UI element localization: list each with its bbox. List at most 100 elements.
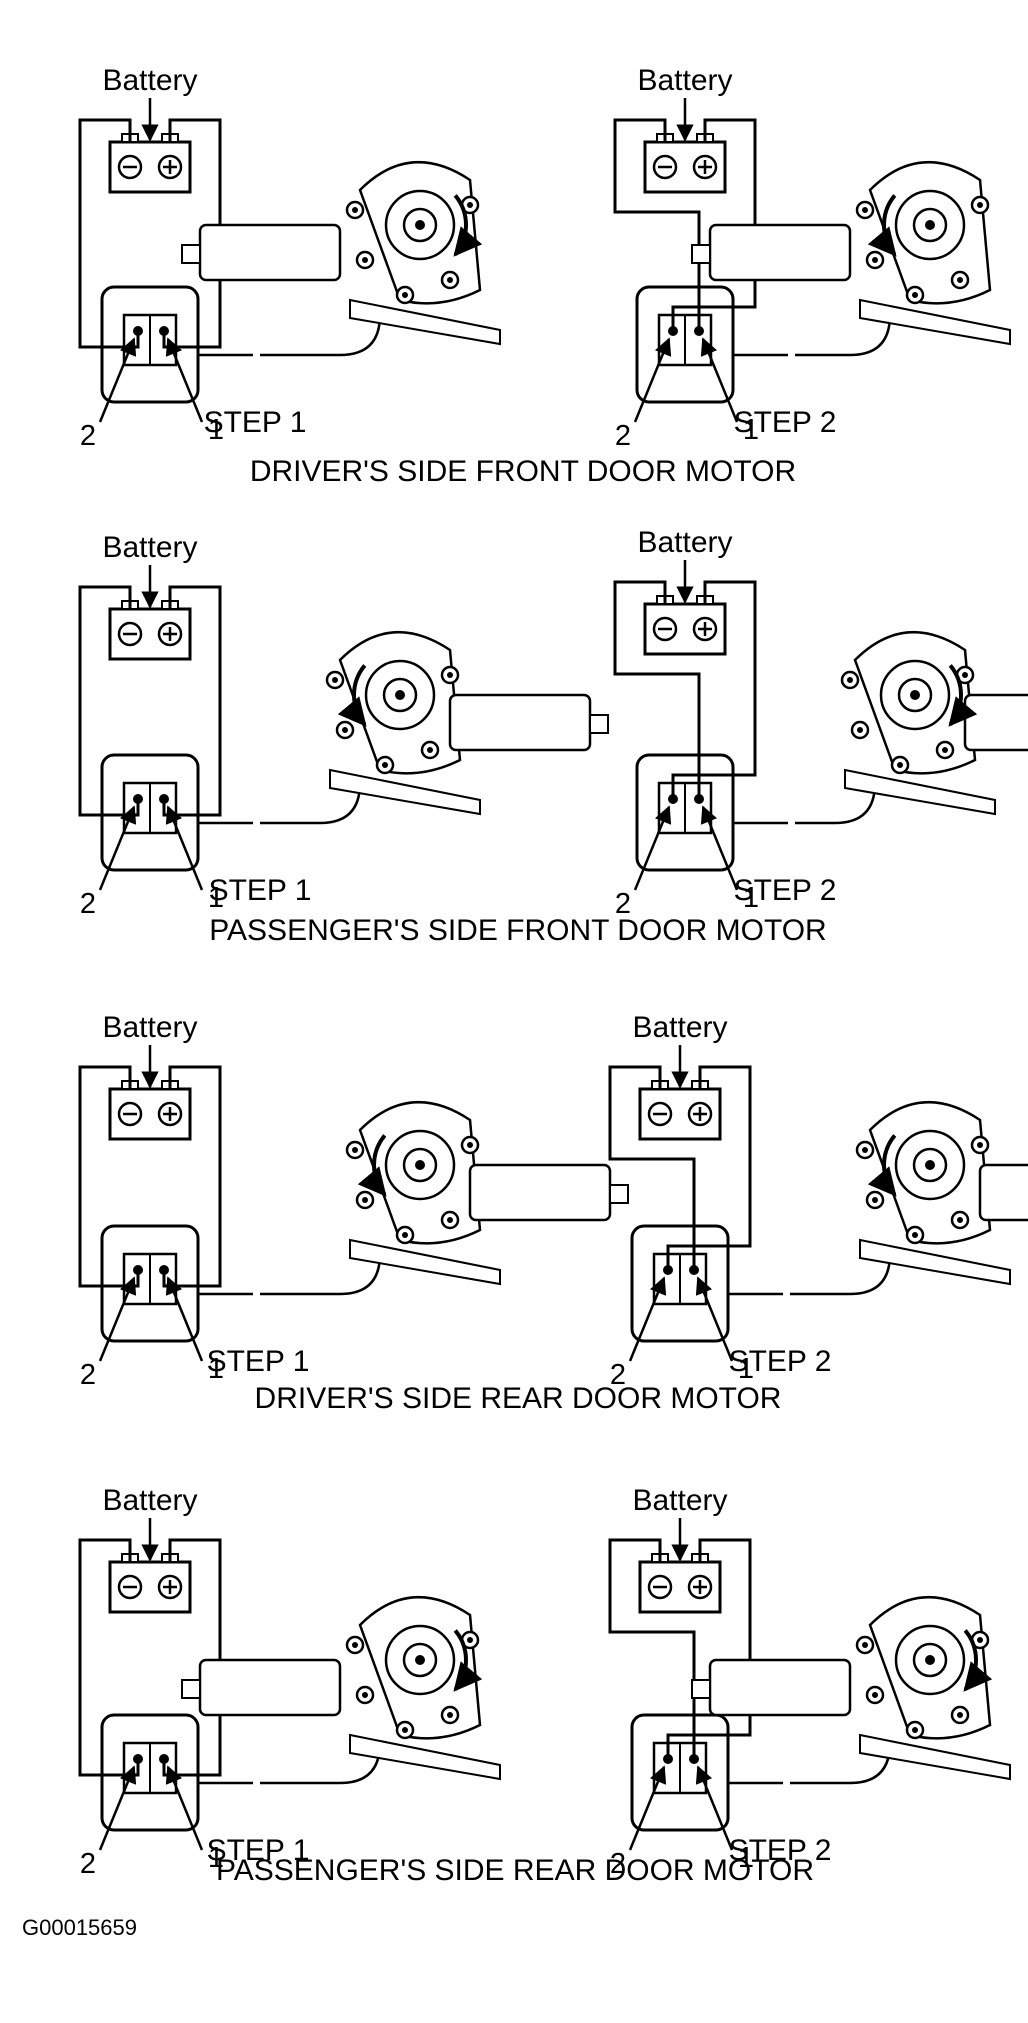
pin-2-arrow [98,805,137,891]
pin-1-arrow [165,805,204,891]
rotation-arrow-icon [357,1134,387,1197]
motor-harness [198,1253,382,1296]
pin-2-label: 2 [610,1359,626,1391]
battery-box [108,607,192,661]
pin-1-arrow [165,1765,204,1851]
pin-1-label: 1 [208,1842,224,1874]
pin-1-arrow [695,1276,734,1362]
section-title-2: PASSENGER'S SIDE FRONT DOOR MOTOR [209,914,826,947]
pin-2-arrow [628,1765,667,1851]
plus-terminal-icon [687,1101,713,1127]
minus-terminal-icon [117,621,143,647]
battery-box [108,1560,192,1614]
jumper-wire-positive [162,1065,222,1288]
pin-2-arrow [628,1276,667,1362]
pin-2-label: 2 [610,1848,626,1880]
pin-2-label: 2 [80,1359,96,1391]
pin-1-label: 1 [208,414,224,446]
jumper-wire-positive [666,1065,752,1270]
rotation-arrow-icon [337,664,367,727]
jumper-wire-negative [78,585,140,817]
pin-1-label: 1 [208,1353,224,1385]
minus-terminal-icon [117,1101,143,1127]
section-title-1: DRIVER'S SIDE FRONT DOOR MOTOR [250,455,796,488]
step-label: STEP 2 [734,874,837,907]
rotation-arrow-icon [963,1629,993,1692]
motor-harness [733,314,892,357]
pin-2-arrow [98,337,137,423]
pin-1-arrow [695,1765,734,1851]
pin-1-label: 1 [208,882,224,914]
battery-box [108,1087,192,1141]
step-label: STEP 2 [729,1345,832,1378]
jumper-wire-negative [608,1538,696,1759]
jumper-wire-negative [78,1065,140,1288]
window-motor-icon [691,161,1011,346]
minus-terminal-icon [647,1101,673,1127]
pin-1-arrow [165,1276,204,1362]
battery-box [638,1087,722,1141]
jumper-wire-positive [671,118,757,331]
pin-2-arrow [98,1276,137,1362]
battery-label: Battery [102,1011,197,1044]
rotation-arrow-icon [948,664,978,727]
plus-terminal-icon [687,1574,713,1600]
battery-box [643,602,727,656]
pin-1-label: 1 [738,1842,754,1874]
pin-1-label: 1 [743,414,759,446]
jumper-wire-negative [613,580,701,799]
step-label: STEP 1 [207,1834,310,1867]
rotation-arrow-icon [867,1134,897,1197]
jumper-wire-positive [671,580,757,799]
minus-terminal-icon [117,1574,143,1600]
battery-label: Battery [632,1011,727,1044]
battery-box [643,140,727,194]
battery-label: Battery [632,1484,727,1517]
pin-1-arrow [700,337,739,423]
pin-2-label: 2 [80,1848,96,1880]
jumper-wire-positive [162,1538,222,1777]
jumper-wire-negative [78,118,140,349]
pin-1-arrow [700,805,739,891]
jumper-wire-negative [78,1538,140,1777]
rotation-arrow-icon [453,1629,483,1692]
pin-2-arrow [633,337,672,423]
pin-2-label: 2 [80,420,96,452]
step-label: STEP 1 [204,406,307,439]
minus-terminal-icon [117,154,143,180]
battery-box [108,140,192,194]
window-motor-icon [345,1101,629,1286]
pin-1-arrow [165,337,204,423]
battery-label: Battery [102,531,197,564]
window-motor-icon [855,1101,1028,1286]
battery-label: Battery [637,526,732,559]
rotation-arrow-icon [867,194,897,257]
jumper-wire-positive [162,585,222,817]
window-motor-icon [181,1596,501,1781]
step-label: STEP 2 [729,1834,832,1867]
section-title-4: PASSENGER'S SIDE REAR DOOR MOTOR [216,1854,814,1887]
battery-label: Battery [102,1484,197,1517]
motor-harness [198,314,382,357]
jumper-wire-negative [613,118,701,331]
plus-terminal-icon [157,1574,183,1600]
pin-1-label: 1 [738,1353,754,1385]
plus-terminal-icon [157,1101,183,1127]
jumper-wire-negative [608,1065,696,1270]
plus-terminal-icon [157,621,183,647]
step-label: STEP 2 [734,406,837,439]
window-motor-icon [691,1596,1011,1781]
pin-2-arrow [633,805,672,891]
pin-2-label: 2 [80,888,96,920]
plus-terminal-icon [157,154,183,180]
battery-label: Battery [102,64,197,97]
figure-id: G00015659 [22,1915,137,1940]
jumper-wire-positive [666,1538,752,1759]
battery-box [638,1560,722,1614]
